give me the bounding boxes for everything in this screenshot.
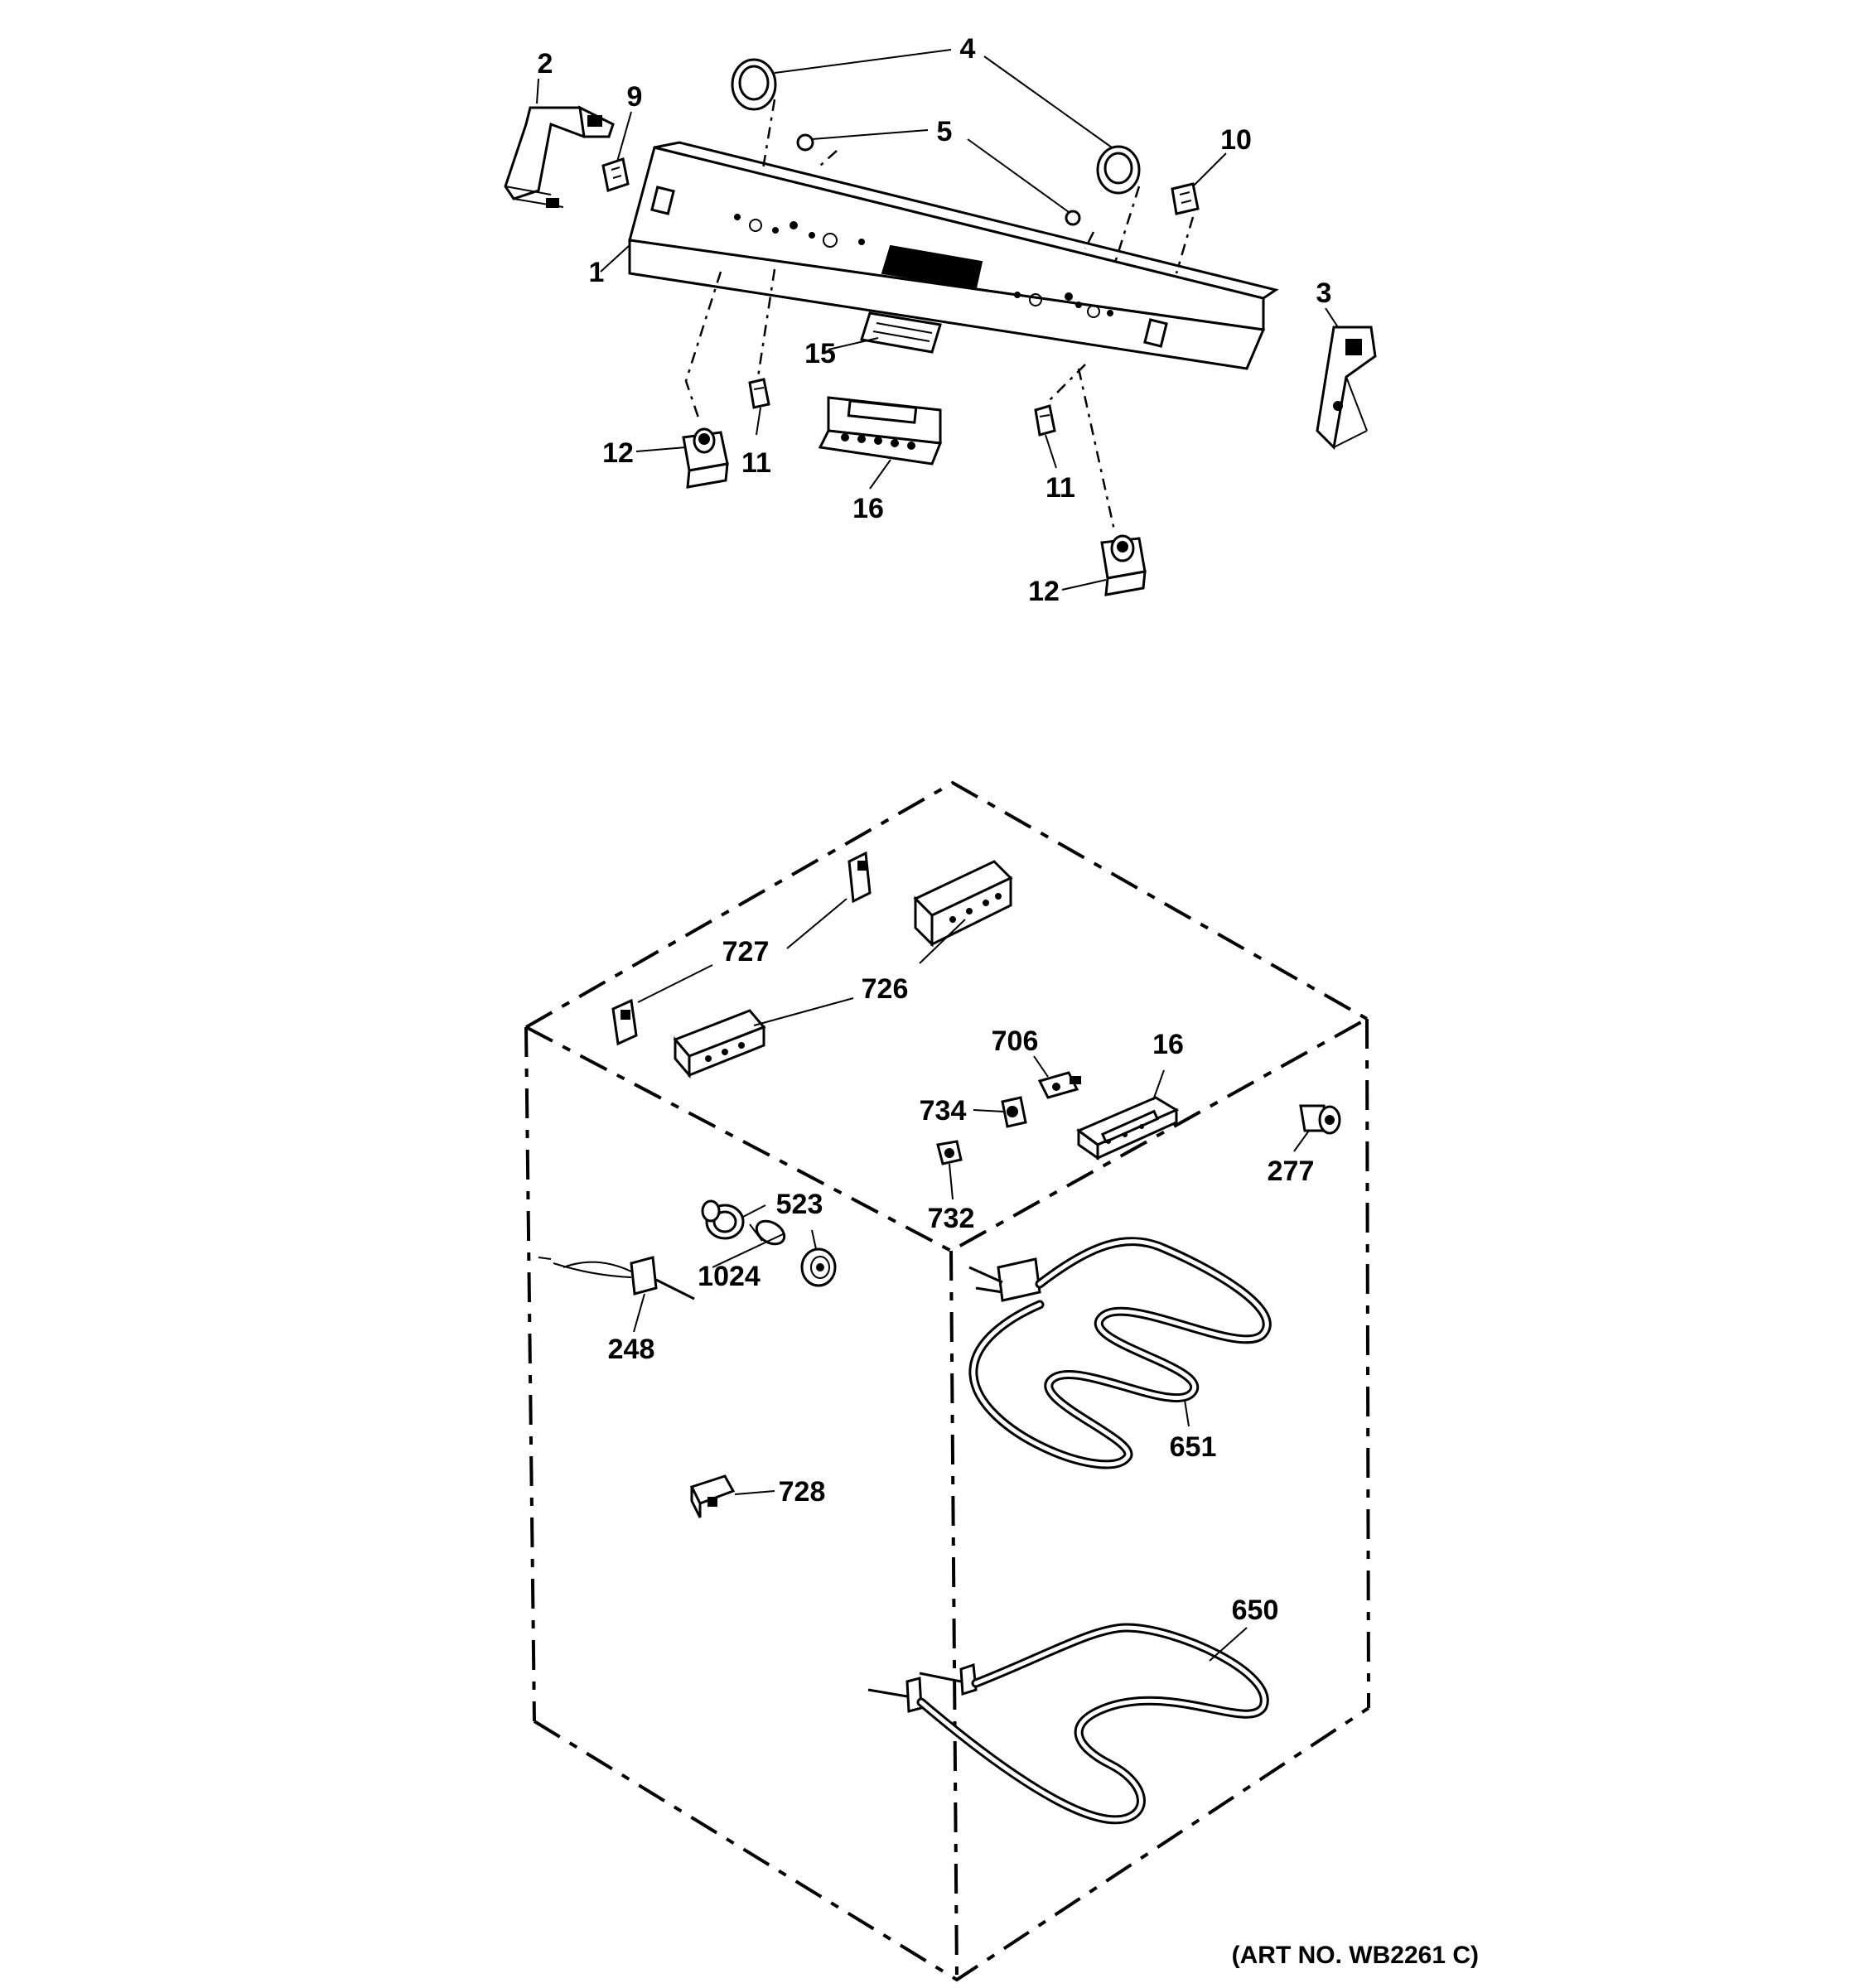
callout-726: 726 bbox=[862, 973, 909, 1005]
callout-1024: 1024 bbox=[698, 1261, 761, 1292]
control-panel-assembly: 1 2 3 4 5 9 10 11 11 12 12 15 16 bbox=[504, 33, 1377, 607]
switch-right bbox=[1034, 404, 1056, 437]
control-knob-left bbox=[731, 58, 777, 111]
part-727-lower bbox=[611, 998, 638, 1046]
callout-4: 4 bbox=[960, 33, 976, 65]
callout-650: 650 bbox=[1232, 1595, 1279, 1626]
oven-light bbox=[1299, 1104, 1341, 1135]
part-9 bbox=[601, 157, 630, 192]
callout-11-right: 11 bbox=[1045, 472, 1075, 504]
callout-523: 523 bbox=[776, 1189, 823, 1220]
callout-651: 651 bbox=[1170, 1431, 1217, 1463]
callout-9: 9 bbox=[627, 81, 643, 113]
callout-16-bottom: 16 bbox=[1152, 1029, 1184, 1060]
control-panel bbox=[628, 141, 1279, 370]
switch-left bbox=[748, 378, 770, 409]
knob-shaft-left bbox=[796, 133, 814, 152]
callout-15: 15 bbox=[804, 338, 836, 369]
lamp-lens bbox=[800, 1247, 837, 1287]
part-706 bbox=[1037, 1071, 1081, 1099]
art-number: (ART NO. WB2261 C) bbox=[1232, 1942, 1479, 1969]
part-728 bbox=[689, 1474, 736, 1518]
control-knob-right bbox=[1096, 145, 1141, 195]
callout-277: 277 bbox=[1268, 1156, 1315, 1187]
part-727-upper bbox=[847, 851, 872, 904]
part-734 bbox=[1001, 1096, 1027, 1128]
callout-12-right: 12 bbox=[1028, 576, 1060, 607]
temperature-sensor bbox=[538, 1256, 695, 1300]
infinite-switch-right bbox=[1100, 534, 1147, 596]
callout-732: 732 bbox=[928, 1203, 975, 1234]
callout-706: 706 bbox=[992, 1025, 1039, 1057]
electronic-control bbox=[818, 396, 943, 466]
callout-16-top: 16 bbox=[852, 493, 884, 524]
infinite-switch-left bbox=[682, 427, 729, 489]
callout-727: 727 bbox=[722, 936, 770, 967]
broil-element bbox=[968, 1237, 1272, 1469]
lamp-bulb bbox=[749, 1219, 786, 1246]
oven-cavity-assembly: 727 726 706 734 732 16 277 523 1024 248 … bbox=[524, 780, 1370, 1982]
terminal-block-lower bbox=[673, 1009, 766, 1079]
lamp-receptacle bbox=[701, 1199, 745, 1240]
callout-2: 2 bbox=[538, 48, 553, 80]
terminal-block-upper bbox=[913, 860, 1013, 948]
callout-5: 5 bbox=[937, 116, 953, 147]
callout-728: 728 bbox=[779, 1476, 826, 1508]
left-end-cap bbox=[504, 105, 615, 208]
part-732 bbox=[936, 1140, 963, 1165]
display-lens bbox=[860, 311, 942, 354]
electronic-control-lower bbox=[1076, 1096, 1180, 1160]
bake-element bbox=[867, 1623, 1269, 1825]
callout-248: 248 bbox=[608, 1334, 655, 1365]
callout-11-left: 11 bbox=[741, 447, 771, 479]
callout-3: 3 bbox=[1316, 277, 1332, 309]
callout-1: 1 bbox=[589, 257, 605, 288]
callout-734: 734 bbox=[920, 1095, 967, 1127]
callout-10: 10 bbox=[1220, 124, 1252, 156]
knob-shaft-right bbox=[1065, 210, 1081, 226]
part-10 bbox=[1171, 182, 1200, 215]
callout-12-left: 12 bbox=[602, 437, 634, 469]
right-end-cap bbox=[1316, 326, 1377, 451]
